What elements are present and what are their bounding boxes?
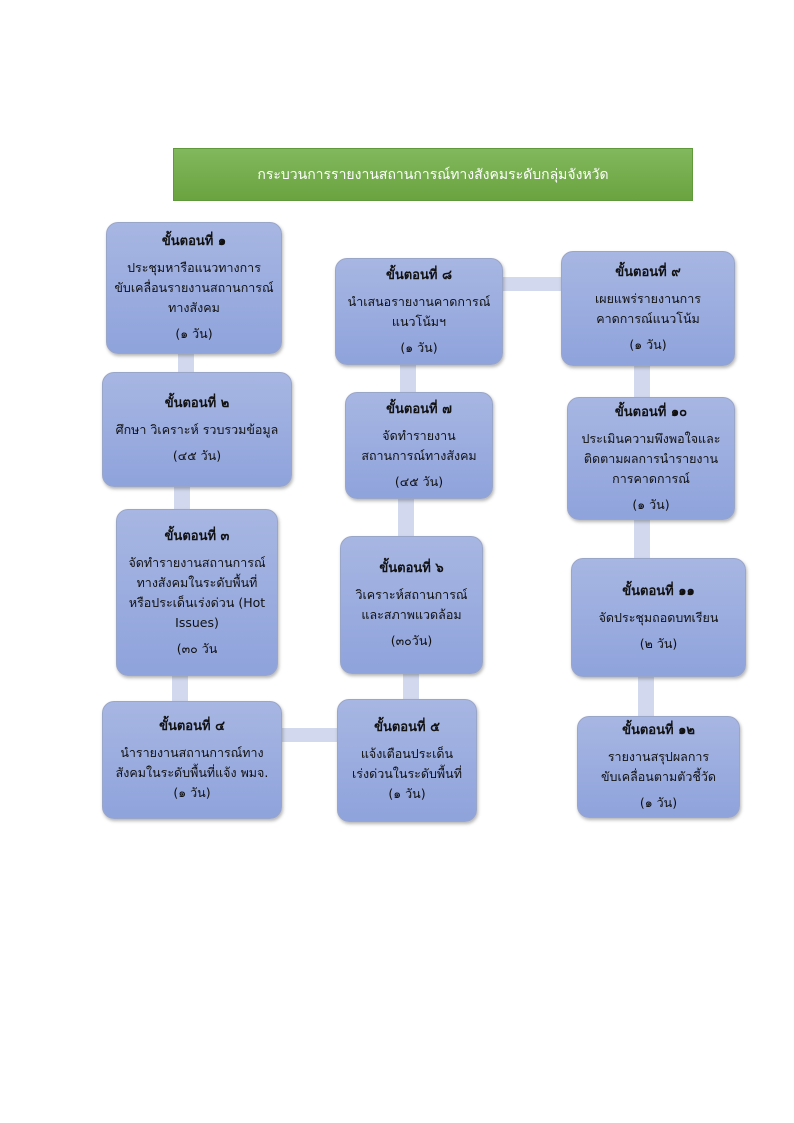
step-description: ประเมินความพึงพอใจและ ติดตามผลการนำรายงา… bbox=[581, 430, 721, 486]
connector-2-3 bbox=[174, 485, 190, 513]
step-title: ขั้นตอนที่ ๕ bbox=[374, 719, 440, 735]
step-description: จัดทำรายงาน สถานการณ์ทางสังคม bbox=[361, 427, 477, 463]
step-duration: (๑ วัน) bbox=[173, 785, 211, 800]
connector-4-5 bbox=[278, 728, 340, 742]
step-duration: (๑ วัน) bbox=[388, 785, 426, 801]
step-duration: (๑ วัน) bbox=[175, 326, 213, 341]
step-box-10: ขั้นตอนที่ ๑๐ ประเมินความพึงพอใจและ ติดต… bbox=[567, 397, 735, 520]
connector-6-7 bbox=[398, 498, 414, 540]
step-title: ขั้นตอนที่ ๓ bbox=[164, 528, 230, 544]
step-duration: (๔๕ วัน) bbox=[172, 447, 222, 463]
step-title: ขั้นตอนที่ ๗ bbox=[386, 401, 452, 417]
step-duration: (๔๕ วัน) bbox=[394, 473, 444, 489]
connector-3-4 bbox=[172, 673, 188, 705]
step-duration: (๑ วัน) bbox=[629, 336, 667, 352]
step-description: แจ้งเตือนประเด็น เร่งด่วนในระดับพื้นที่ bbox=[352, 745, 462, 781]
step-description: ประชุมหารือแนวทางการ ขับเคลื่อนรายงานสถา… bbox=[114, 260, 274, 315]
connector-11-12 bbox=[638, 675, 654, 719]
step-box-5: ขั้นตอนที่ ๕ แจ้งเตือนประเด็น เร่งด่วนใน… bbox=[337, 699, 477, 822]
connector-10-11 bbox=[634, 518, 650, 562]
step-box-8: ขั้นตอนที่ ๘ นำเสนอรายงานคาดการณ์ แนวโน้… bbox=[335, 258, 503, 365]
step-box-1: ขั้นตอนที่ ๑ ประชุมหารือแนวทางการ ขับเคล… bbox=[106, 222, 282, 354]
step-box-9: ขั้นตอนที่ ๙ เผยแพร่รายงานการ คาดการณ์แน… bbox=[561, 251, 735, 366]
step-box-2: ขั้นตอนที่ ๒ ศึกษา วิเคราะห์ รวบรวมข้อมู… bbox=[102, 372, 292, 487]
connector-5-6 bbox=[403, 670, 419, 702]
step-box-7: ขั้นตอนที่ ๗ จัดทำรายงาน สถานการณ์ทางสัง… bbox=[345, 392, 493, 499]
step-title: ขั้นตอนที่ ๒ bbox=[164, 395, 230, 411]
step-duration: (๑ วัน) bbox=[639, 795, 678, 810]
step-description: จัดทำรายงานสถานการณ์ ทางสังคมในระดับพื้น… bbox=[128, 554, 266, 630]
step-description: รายงานสรุปผลการ ขับเคลื่อนตามตัวชี้วัด bbox=[601, 749, 716, 784]
connector-9-10 bbox=[634, 364, 650, 400]
step-box-4: ขั้นตอนที่ ๔ นำรายงานสถานการณ์ทาง สังคมใ… bbox=[102, 701, 282, 819]
step-box-11: ขั้นตอนที่ ๑๑ จัดประชุมถอดบทเรียน (๒ วัน… bbox=[571, 558, 746, 677]
step-duration: (๑ วัน) bbox=[632, 496, 670, 512]
step-title: ขั้นตอนที่ ๖ bbox=[379, 561, 444, 576]
connector-8-9 bbox=[502, 277, 564, 291]
step-title: ขั้นตอนที่ ๙ bbox=[615, 264, 681, 280]
step-description: ศึกษา วิเคราะห์ รวบรวมข้อมูล bbox=[115, 421, 279, 437]
step-description: จัดประชุมถอดบทเรียน bbox=[598, 609, 719, 625]
step-title: ขั้นตอนที่ ๑ bbox=[161, 234, 227, 249]
step-box-6: ขั้นตอนที่ ๖ วิเคราะห์สถานการณ์ และสภาพแ… bbox=[340, 536, 483, 674]
step-title: ขั้นตอนที่ ๘ bbox=[385, 267, 453, 283]
step-duration: (๓๐ วัน bbox=[176, 640, 218, 656]
step-title: ขั้นตอนที่ ๔ bbox=[159, 719, 225, 734]
step-description: นำเสนอรายงานคาดการณ์ แนวโน้มฯ bbox=[347, 293, 491, 329]
step-box-12: ขั้นตอนที่ ๑๒ รายงานสรุปผลการ ขับเคลื่อน… bbox=[577, 716, 740, 818]
step-description: เผยแพร่รายงานการ คาดการณ์แนวโน้ม bbox=[595, 290, 701, 326]
step-title: ขั้นตอนที่ ๑๒ bbox=[622, 723, 695, 738]
step-box-3: ขั้นตอนที่ ๓ จัดทำรายงานสถานการณ์ ทางสัง… bbox=[116, 509, 278, 676]
step-duration: (๒ วัน) bbox=[639, 635, 678, 651]
step-duration: (๑ วัน) bbox=[400, 339, 438, 355]
connector-1-2 bbox=[178, 350, 194, 378]
step-duration: (๓๐วัน) bbox=[390, 633, 433, 648]
step-title: ขั้นตอนที่ ๑๑ bbox=[622, 583, 695, 599]
step-title: ขั้นตอนที่ ๑๐ bbox=[614, 404, 688, 420]
diagram-title: กระบวนการรายงานสถานการณ์ทางสังคมระดับกลุ… bbox=[173, 148, 693, 201]
step-description: นำรายงานสถานการณ์ทาง สังคมในระดับพื้นที่… bbox=[115, 745, 269, 780]
step-description: วิเคราะห์สถานการณ์ และสภาพแวดล้อม bbox=[355, 587, 468, 622]
connector-7-8 bbox=[400, 362, 416, 396]
